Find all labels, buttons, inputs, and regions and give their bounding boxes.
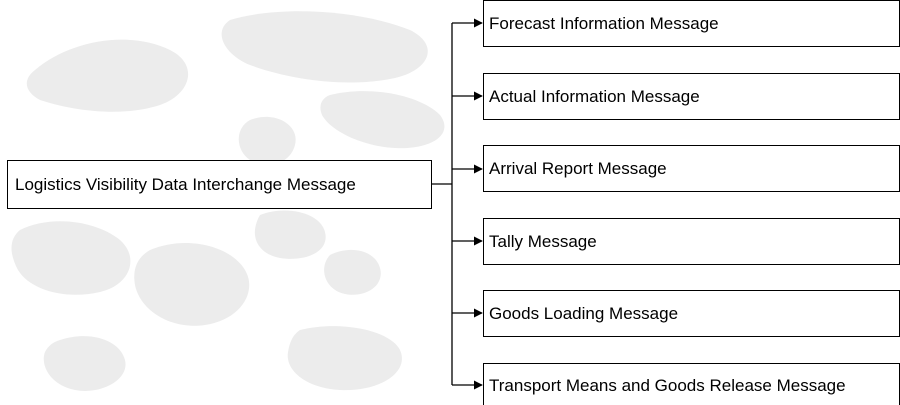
child-node-label: Goods Loading Message: [489, 304, 679, 323]
child-node: Transport Means and Goods Release Messag…: [483, 363, 900, 405]
child-node: Forecast Information Message: [483, 0, 900, 47]
child-node: Actual Information Message: [483, 73, 900, 120]
child-node: Tally Message: [483, 218, 900, 265]
child-node: Goods Loading Message: [483, 290, 900, 337]
child-node-label: Actual Information Message: [489, 87, 700, 106]
root-node: Logistics Visibility Data Interchange Me…: [7, 160, 432, 209]
child-node-label: Forecast Information Message: [489, 14, 719, 33]
root-node-label: Logistics Visibility Data Interchange Me…: [15, 175, 356, 194]
child-node-label: Arrival Report Message: [489, 159, 667, 178]
child-node-label: Transport Means and Goods Release Messag…: [489, 376, 846, 395]
child-node-label: Tally Message: [489, 232, 597, 251]
child-node: Arrival Report Message: [483, 145, 900, 192]
